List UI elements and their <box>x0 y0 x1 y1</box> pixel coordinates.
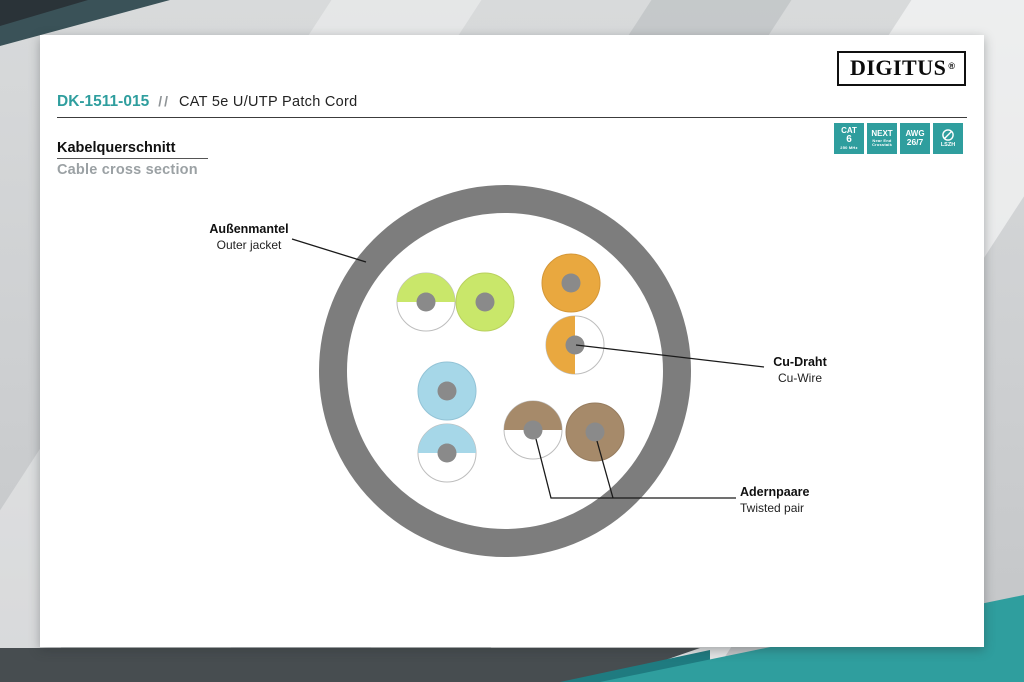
copper-core <box>475 292 495 312</box>
twisted-pair-callout-line-left <box>535 438 736 499</box>
copper-core <box>437 381 457 401</box>
badge-awg: AWG 26/7 <box>900 123 930 154</box>
content-card: DIGITUS® DK-1511-015 // CAT 5e U/UTP Pat… <box>40 35 984 647</box>
section-title-underline <box>57 158 208 159</box>
badge-lszh: LSZH <box>933 123 963 154</box>
wire-pair-brown <box>503 400 625 462</box>
copper-core <box>416 292 436 312</box>
copper-core <box>561 273 581 293</box>
outer-jacket-callout-line <box>291 238 367 263</box>
bottom-dark-band <box>0 648 700 682</box>
product-title: CAT 5e U/UTP Patch Cord <box>178 94 358 110</box>
section-title-en: Cable cross section <box>57 162 198 178</box>
part-number: DK-1511-015 <box>57 93 150 110</box>
cu-wire-label: Cu-Draht Cu-Wire <box>773 355 827 385</box>
copper-core <box>437 443 457 463</box>
header-separator: // <box>158 93 170 109</box>
spec-badges: CAT 6 250 MHz NEXT Near End Crosstalk AW… <box>834 123 963 154</box>
twisted-pair-callout-line-right <box>596 440 614 499</box>
badge-cat6: CAT 6 250 MHz <box>834 123 864 154</box>
copper-core <box>565 335 585 355</box>
registered-trademark-symbol: ® <box>948 60 955 71</box>
outer-jacket-ring <box>319 185 691 557</box>
wire-pair-blue <box>417 361 477 483</box>
digitus-logo-text: DIGITUS <box>849 55 947 80</box>
copper-core <box>585 422 605 442</box>
section-heading: Kabelquerschnitt Cable cross section <box>57 140 208 178</box>
section-title-de: Kabelquerschnitt <box>57 140 176 156</box>
digitus-logo: DIGITUS® <box>836 51 966 86</box>
header-divider <box>57 117 967 118</box>
cu-wire-callout-line <box>575 344 765 368</box>
badge-next: NEXT Near End Crosstalk <box>867 123 897 154</box>
no-halogen-icon <box>942 129 954 141</box>
product-header: DK-1511-015 // CAT 5e U/UTP Patch Cord <box>57 93 358 111</box>
wire-pair-green <box>396 272 515 332</box>
outer-jacket-label: Außenmantel Outer jacket <box>209 222 289 252</box>
twisted-pair-label: Adernpaare Twisted pair <box>740 485 810 515</box>
cable-cross-section-diagram <box>291 185 765 557</box>
copper-core <box>523 420 543 440</box>
wire-pair-orange <box>541 253 605 375</box>
